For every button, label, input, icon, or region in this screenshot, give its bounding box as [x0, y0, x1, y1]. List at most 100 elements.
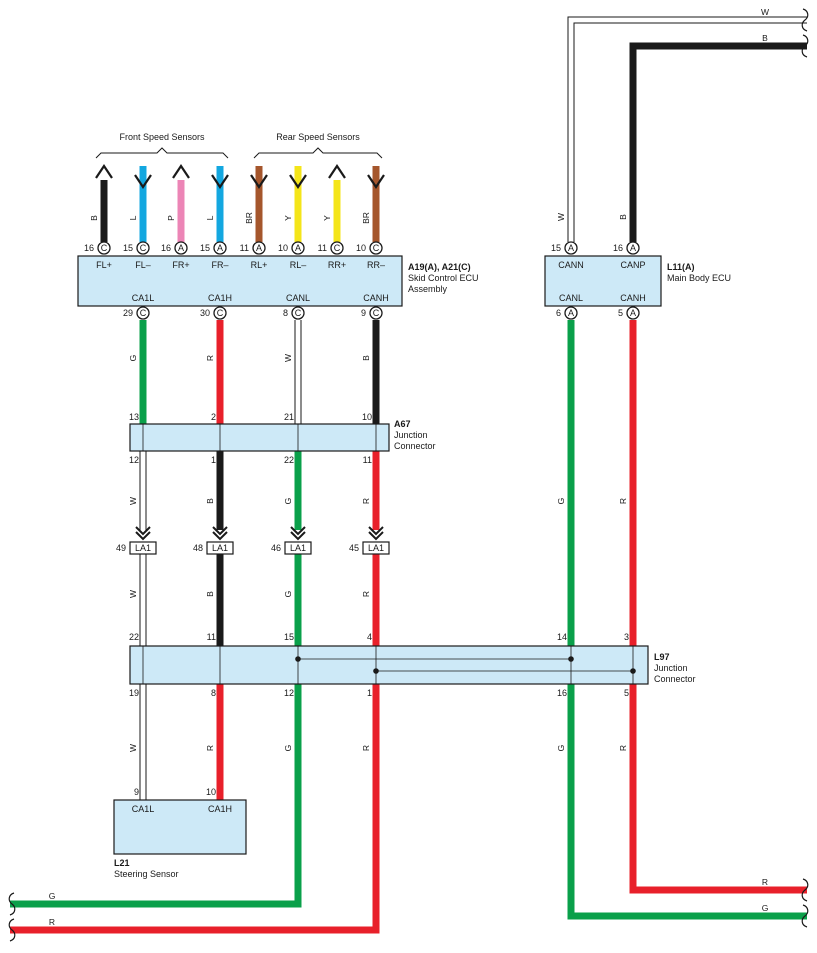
pin-letter: A	[630, 243, 636, 253]
pin-number: 16	[161, 243, 171, 253]
skid-ecu-id: A19(A), A21(C)	[408, 262, 471, 272]
wire-color-label: W	[761, 7, 769, 17]
pin-letter: C	[295, 308, 302, 318]
pin-letter: A	[256, 243, 262, 253]
signal-label: FL–	[135, 260, 151, 270]
pin-number: 10	[362, 412, 372, 422]
wire-l97-16-green	[567, 684, 807, 920]
sensor-wire-fl-plus: B	[89, 164, 113, 242]
pin-letter: C	[373, 308, 380, 318]
wire-color-label: B	[762, 33, 768, 43]
pin-number: 6	[556, 308, 561, 318]
pin-number: 46	[271, 543, 281, 553]
pin-number: 4	[367, 632, 372, 642]
wire-color-label: G	[556, 498, 566, 505]
pin-letter: C	[217, 308, 224, 318]
body-ecu-id: L11(A)	[667, 262, 695, 272]
la1-tag-label: LA1	[212, 543, 228, 553]
pin-number: 10	[356, 243, 366, 253]
pin-letter: A	[630, 308, 636, 318]
wire-color-label: R	[49, 917, 55, 927]
pin-number: 22	[129, 632, 139, 642]
wire-color-label: Y	[283, 215, 293, 221]
l97-splice-dots	[295, 656, 636, 674]
wire-color-label: G	[128, 355, 138, 362]
pin-number: 11	[363, 455, 372, 465]
la1-tags	[129, 541, 390, 555]
sensor-wire-fl-minus: L	[128, 166, 152, 242]
pin-number: 10	[206, 787, 216, 797]
wire-color-label: G	[556, 745, 566, 752]
pin-letter: A	[217, 243, 223, 253]
pin-number: 16	[84, 243, 94, 253]
pin-number: 49	[116, 543, 126, 553]
wire-color-label: G	[762, 903, 769, 913]
skid-ecu-name: Skid Control ECU	[408, 273, 479, 283]
pin-number: 1	[367, 688, 372, 698]
signal-label: CA1H	[208, 293, 232, 303]
wire-color-label: P	[166, 215, 176, 221]
wire-color-label: R	[618, 498, 628, 504]
pin-letter: A	[568, 243, 574, 253]
la1-tag-label: LA1	[135, 543, 151, 553]
body-ecu-pins	[564, 241, 640, 320]
l21-id: L21	[114, 858, 130, 868]
skid-ecu-bottom-pins	[136, 306, 383, 320]
pin-number: 48	[193, 543, 203, 553]
wire-color-label: L	[128, 215, 138, 220]
pin-number: 15	[123, 243, 133, 253]
a67-junction-box	[129, 423, 390, 452]
wire-color-label: L	[205, 215, 215, 220]
pin-letter: A	[568, 308, 574, 318]
body-ecu-name: Main Body ECU	[667, 273, 731, 283]
l97-name-2: Connector	[654, 674, 696, 684]
signal-label: FL+	[96, 260, 112, 270]
l97-dividers	[142, 646, 634, 684]
signal-label: RR–	[367, 260, 385, 270]
front-sensors-brace	[95, 147, 229, 159]
wire-color-label: W	[556, 213, 566, 221]
pin-number: 11	[207, 632, 216, 642]
wire-l97-12-green	[10, 684, 302, 908]
wire-color-label: R	[205, 355, 215, 361]
l97-id: L97	[654, 652, 670, 662]
pin-number: 15	[200, 243, 210, 253]
la1-tag-label: LA1	[290, 543, 306, 553]
pin-number: 3	[624, 632, 629, 642]
wire-l97-1-red	[10, 684, 380, 934]
a67-name-2: Connector	[394, 441, 436, 451]
signal-label: CANL	[286, 293, 310, 303]
skid-ecu-top-pins	[97, 241, 383, 255]
pin-number: 16	[557, 688, 567, 698]
wire-color-label: G	[49, 891, 56, 901]
sensor-wire-rl-plus: BR	[244, 166, 268, 242]
wire-color-label: B	[361, 355, 371, 361]
pin-number: 19	[129, 688, 139, 698]
a67-id: A67	[394, 419, 411, 429]
wire-color-label: R	[618, 745, 628, 751]
pin-number: 8	[283, 308, 288, 318]
pin-number: 22	[284, 455, 294, 465]
pin-letter: C	[101, 243, 108, 253]
pin-number: 12	[129, 455, 139, 465]
wire-color-label: W	[283, 354, 293, 362]
signal-label: FR+	[172, 260, 189, 270]
signal-label: CA1L	[132, 293, 155, 303]
rear-sensors-caption: Rear Speed Sensors	[276, 132, 360, 142]
pin-number: 9	[134, 787, 139, 797]
pin-number: 11	[240, 243, 249, 253]
signal-label: RR+	[328, 260, 346, 270]
pin-letter: C	[140, 243, 147, 253]
wire-color-label: R	[205, 745, 215, 751]
wire-color-label: BR	[244, 212, 254, 224]
pin-number: 11	[318, 243, 327, 253]
wire-color-label: B	[89, 215, 99, 221]
signal-label: CA1H	[208, 804, 232, 814]
wire-color-label: R	[762, 877, 768, 887]
pin-number: 10	[278, 243, 288, 253]
wire-color-label: BR	[361, 212, 371, 224]
wire-l97-5-red	[629, 684, 807, 894]
sensor-wire-rl-minus: Y	[283, 166, 307, 242]
pin-letter: C	[140, 308, 147, 318]
